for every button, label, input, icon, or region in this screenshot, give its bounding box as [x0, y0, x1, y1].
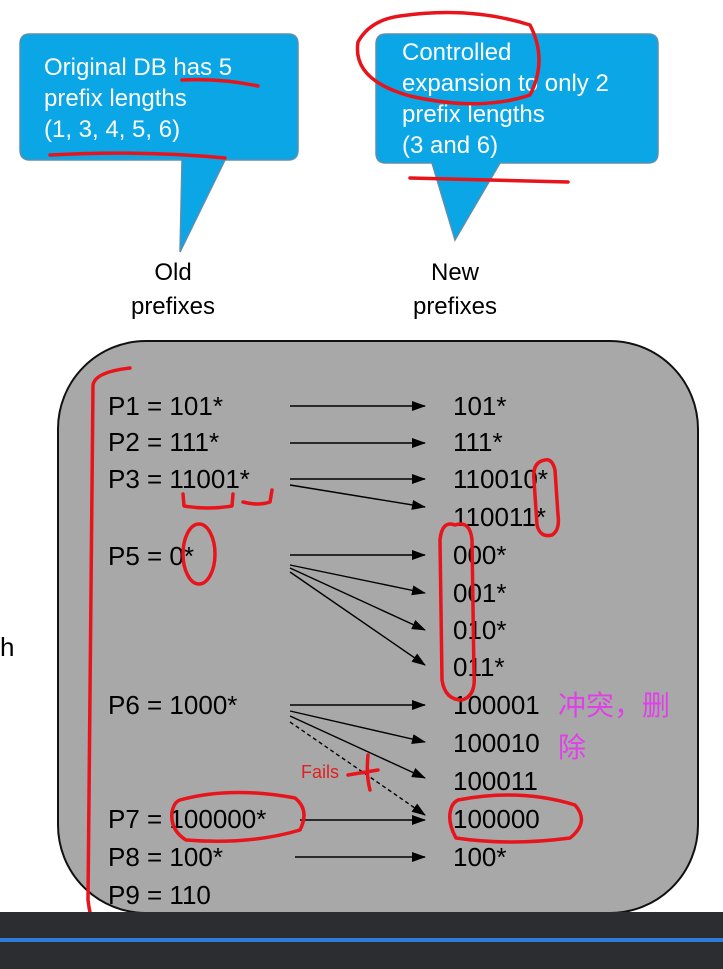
old-prefix-row: P6 = 1000* — [108, 690, 238, 720]
circle-100000-new — [448, 793, 584, 844]
underline-3and6 — [408, 176, 570, 184]
arrow-p5-c — [289, 567, 426, 631]
fails-cross — [346, 753, 380, 792]
caption-line: New — [430, 259, 479, 286]
new-prefix-row: 101* — [453, 391, 507, 421]
new-callout-text: Controlled expansion to only 2 prefix le… — [402, 37, 609, 161]
bracket-01 — [241, 488, 274, 506]
new-prefix-row: 001* — [453, 578, 507, 608]
new-prefix-row: 100* — [453, 842, 507, 872]
oval-last-digits — [531, 457, 561, 538]
taskbar-accent-line — [0, 938, 723, 942]
arrow-p5-d — [289, 571, 426, 666]
new-prefix-row: 000* — [453, 540, 507, 570]
conflict-annotation-line2: 除 — [558, 732, 587, 763]
caption-line: prefixes — [130, 293, 216, 320]
old-prefix-row: P8 = 100* — [108, 842, 223, 872]
bracket-110 — [181, 492, 235, 510]
new-prefixes-caption: New prefixes — [395, 256, 515, 324]
side-letter: h — [0, 632, 15, 662]
old-callout-line: Original DB has 5 — [44, 54, 233, 81]
arrow-p3-b — [289, 484, 426, 510]
old-prefix-row: P5 = 0* — [108, 541, 195, 571]
new-prefix-row: 100010 — [453, 728, 540, 758]
old-prefix-row: P2 = 111* — [108, 427, 220, 457]
old-prefix-row: P3 = 11001* — [108, 464, 250, 494]
new-prefix-row: 010* — [453, 615, 507, 645]
old-callout-bubble — [19, 33, 299, 253]
new-prefix-row: 111* — [453, 427, 503, 457]
underline-has5 — [180, 77, 260, 88]
new-callout-line: Controlled — [402, 39, 512, 66]
old-prefix-row: P1 = 101* — [108, 391, 223, 421]
arrow-p5-b — [289, 564, 426, 596]
new-callout-line: expansion to only 2 — [402, 70, 609, 97]
arrow-p6-d — [289, 721, 426, 816]
old-callout-line: (1, 3, 4, 5, 6) — [44, 116, 181, 143]
circle-controlled — [355, 10, 541, 106]
new-prefix-row: 011* — [453, 652, 505, 682]
old-prefix-row: P7 = 100000* — [108, 804, 267, 834]
old-callout-text: Original DB has 5 prefix lengths (1, 3, … — [44, 52, 232, 145]
oval-new-lengths — [438, 522, 476, 702]
new-prefix-row: 100000 — [453, 804, 540, 834]
new-callout-bubble — [375, 33, 659, 242]
new-callout-line: (3 and 6) — [402, 132, 499, 159]
fails-label: Fails — [301, 762, 340, 782]
arrow-p6-c — [289, 715, 426, 779]
new-prefix-row: 100011 — [453, 766, 538, 796]
circle-p5-zero — [181, 522, 217, 586]
old-prefix-row: P9 = 110 — [108, 880, 211, 910]
arrow-p6-b — [289, 710, 426, 744]
circle-p7-value — [170, 790, 306, 843]
new-prefix-row: 100001 — [453, 690, 540, 720]
old-prefixes-caption: Old prefixes — [113, 256, 233, 324]
underline-old-lengths — [48, 151, 227, 160]
old-callout-line: prefix lengths — [44, 85, 187, 112]
caption-line: prefixes — [412, 293, 498, 320]
caption-line: Old — [154, 259, 192, 286]
conflict-annotation-line1: 冲突，删 — [558, 690, 671, 721]
new-prefix-row: 110010* — [453, 464, 548, 494]
left-bracket — [86, 366, 132, 962]
